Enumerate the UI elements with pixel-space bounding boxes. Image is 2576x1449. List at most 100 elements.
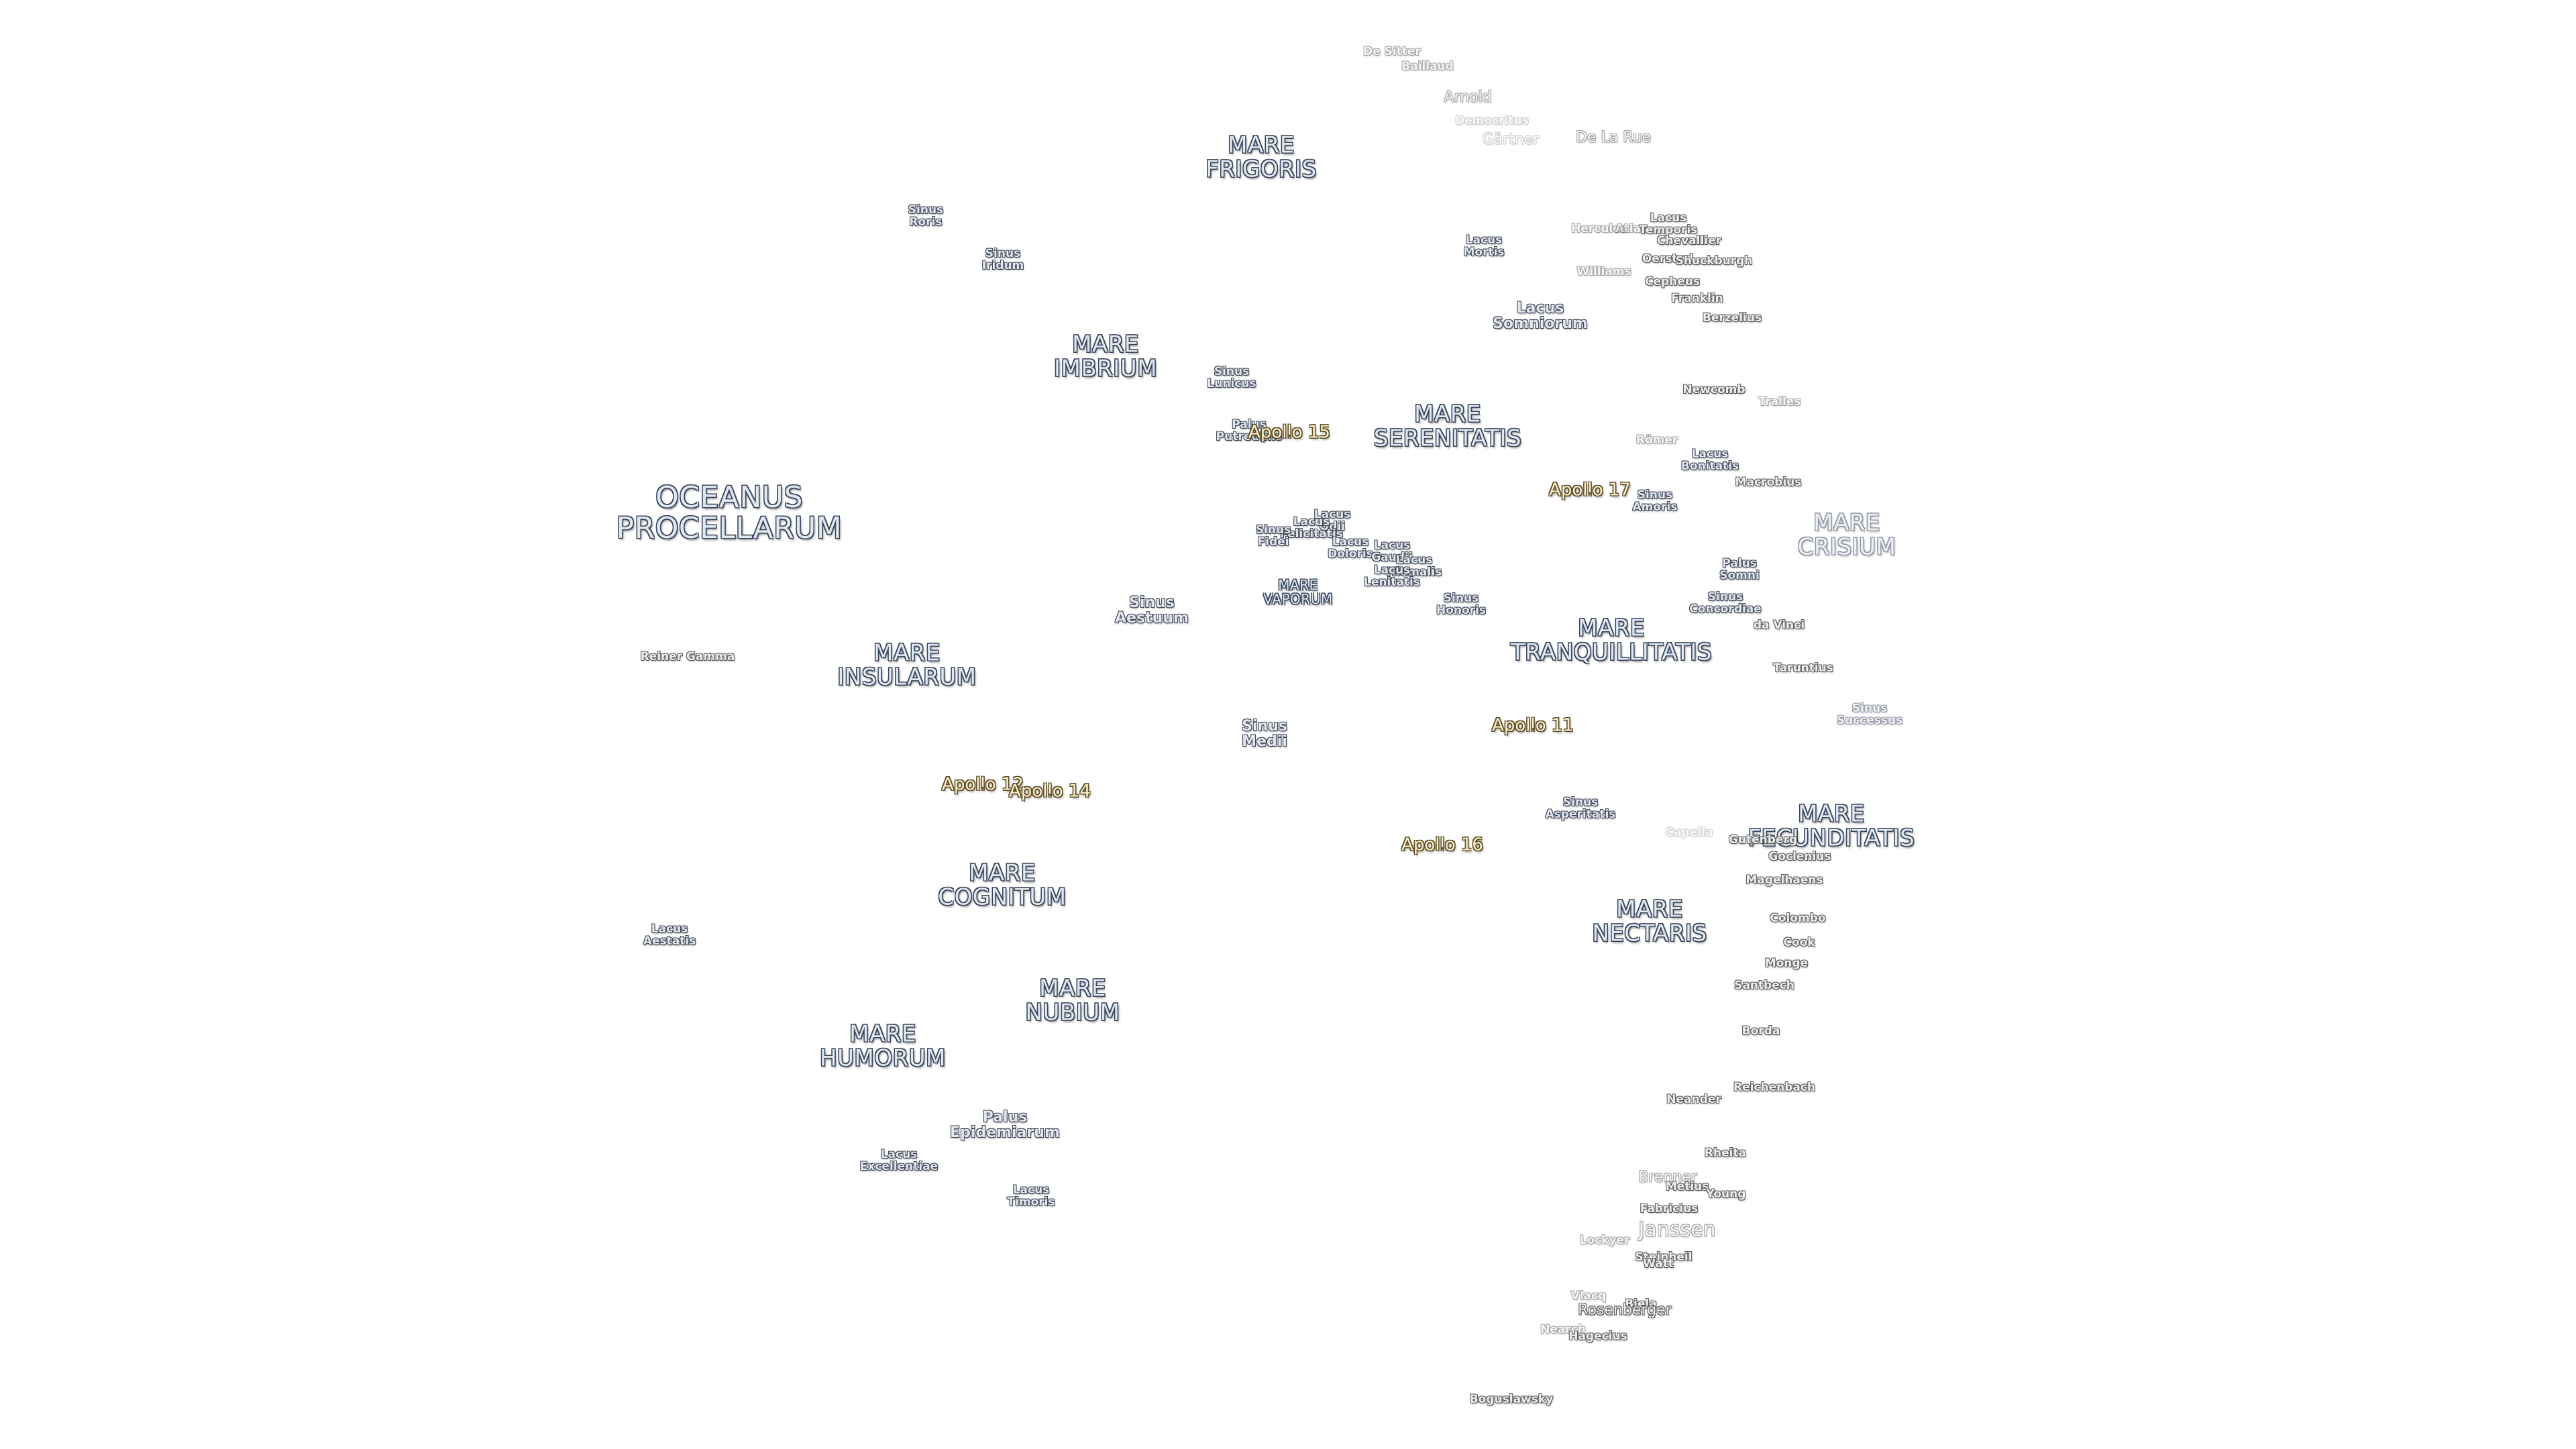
landing-site-apollo-17: Apollo 17 <box>1549 480 1631 500</box>
label-cook: Cook <box>1783 936 1815 950</box>
label-neander: Neander <box>1666 1093 1721 1107</box>
label-cepheus: Cepheus <box>1644 275 1701 289</box>
label-atlas: Atlas <box>1615 222 1648 236</box>
landing-site-marker-icon <box>1049 793 1051 796</box>
label-mare-vaporum: MARE VAPORUM <box>1263 577 1333 607</box>
label-palus-somni: Palus Somni <box>1719 557 1760 582</box>
landing-site-marker-icon <box>1288 434 1291 437</box>
label-sinus-fidei: Sinus Fidei <box>1255 523 1291 549</box>
label-santbech: Santbech <box>1734 979 1794 993</box>
label-janssen: Janssen <box>1638 1218 1716 1242</box>
label-mare-nectaris: MARE NECTARIS <box>1592 896 1707 947</box>
label-sinus-successus: Sinus Successus <box>1836 702 1903 727</box>
label-mare-crisium: MARE CRISIUM <box>1797 509 1896 560</box>
landing-site-marker-icon <box>1589 492 1591 495</box>
label-metius: Metius <box>1665 1180 1709 1194</box>
label-gutenberg: Gutenberg <box>1728 833 1798 847</box>
label-fabricius: Fabricius <box>1640 1202 1699 1216</box>
label-brenner: Brenner <box>1638 1169 1697 1186</box>
label-lacus-bonitatis: Lacus Bonitatis <box>1680 447 1739 473</box>
label-lacus-excellentiae: Lacus Excellentiae <box>859 1148 938 1173</box>
label-gartner: Gärtner <box>1482 131 1540 148</box>
label-sinus-honoris: Sinus Honoris <box>1436 592 1487 617</box>
label-capella: Capella <box>1665 826 1713 840</box>
label-lacus-aestatis: Lacus Aestatis <box>643 922 696 948</box>
label-lacus-doloris: Lacus Doloris <box>1328 535 1373 561</box>
label-sinus-concordiae: Sinus Concordiae <box>1689 590 1762 616</box>
label-lacus-gaudii: Lacus Gaudii <box>1371 539 1413 564</box>
landing-site-marker-icon <box>1532 727 1534 731</box>
label-sinus-lunicus: Sinus Lunicus <box>1207 365 1256 390</box>
label-lacus-odii: Lacus Odii <box>1313 508 1351 533</box>
label-watt: Watt <box>1643 1257 1674 1271</box>
label-de-sitter: De Sitter <box>1363 45 1421 59</box>
landing-site-apollo-14: Apollo 14 <box>1009 781 1091 802</box>
label-romer: Römer <box>1635 433 1678 447</box>
label-chevallier: Chevallier <box>1656 234 1722 248</box>
label-mare-tranquillitatis: MARE TRANQUILLITATIS <box>1511 614 1712 665</box>
label-reiner-gamma: Reiner Gamma <box>640 650 735 664</box>
label-palus-putredinis: Palus Putredinis <box>1216 418 1283 443</box>
label-sinus-medii: Sinus Medii <box>1242 717 1287 750</box>
label-mare-imbrium: MARE IMBRIUM <box>1053 331 1158 382</box>
label-mare-humorum: MARE HUMORUM <box>820 1020 946 1071</box>
label-lacus-hiemalis: Lacus Hiemalis <box>1386 553 1442 579</box>
label-lockyer: Lockyer <box>1579 1234 1630 1248</box>
label-hagecius: Hagecius <box>1568 1330 1627 1344</box>
label-reichenbach: Reichenbach <box>1733 1081 1816 1095</box>
label-mare-insularum: MARE INSULARUM <box>837 639 977 690</box>
label-rosenberger: Rosenberger <box>1578 1301 1672 1319</box>
label-palus-epidemiarum: Palus Epidemiarum <box>950 1108 1060 1141</box>
label-arnold: Arnold <box>1444 89 1492 106</box>
label-vlacq: Vlacq <box>1570 1289 1607 1303</box>
label-mare-cognitum: MARE COGNITUM <box>938 859 1067 910</box>
label-sinus-iridum: Sinus Iridum <box>981 247 1024 272</box>
label-lacus-temporis: Lacus Temporis <box>1639 211 1698 237</box>
label-oersted: Oersted <box>1642 252 1694 266</box>
label-mare-serenitatis: MARE SERENITATIS <box>1373 400 1522 451</box>
label-lacus-somniorum: Lacus Somniorum <box>1493 299 1588 332</box>
label-biela: Biela <box>1625 1297 1657 1311</box>
label-da-vinci: da Vinci <box>1753 619 1805 633</box>
label-macrobius: Macrobius <box>1735 476 1802 490</box>
label-lacus-timoris: Lacus Timoris <box>1007 1183 1055 1209</box>
label-oceanus-procellarum: OCEANUS PROCELLARUM <box>616 480 843 545</box>
label-democritus: Democritus <box>1455 114 1529 128</box>
landing-site-apollo-15: Apollo 15 <box>1248 422 1330 443</box>
label-newcomb: Newcomb <box>1682 383 1746 397</box>
label-magelhaens: Magelhaens <box>1746 873 1823 888</box>
label-hercules: Hercules <box>1571 222 1627 236</box>
label-baillaud: Baillaud <box>1401 60 1454 74</box>
label-steinheil: Steinheil <box>1635 1250 1693 1265</box>
label-sinus-asperitatis: Sinus Asperitatis <box>1545 796 1616 821</box>
label-boguslawsky: Boguslawsky <box>1469 1393 1554 1407</box>
landing-site-marker-icon <box>981 786 984 790</box>
label-de-la-rue: De La Rue <box>1576 129 1651 146</box>
label-tralles: Tralles <box>1758 395 1801 409</box>
label-lacus-felicitatis: Lacus Felicitatis <box>1280 515 1343 541</box>
label-goclenius: Goclenius <box>1768 850 1831 864</box>
label-borda: Borda <box>1741 1024 1780 1038</box>
label-mare-fecunditatis: MARE FECUNDITATIS <box>1748 800 1915 851</box>
label-rheita: Rheita <box>1704 1146 1747 1161</box>
label-shuckburgh: Shuckburgh <box>1675 254 1753 268</box>
label-sinus-aestuum: Sinus Aestuum <box>1115 594 1189 627</box>
label-young: Young <box>1706 1187 1746 1201</box>
label-williams: Williams <box>1576 265 1631 279</box>
label-taruntius: Taruntius <box>1773 661 1833 676</box>
label-franklin: Franklin <box>1671 292 1723 306</box>
label-sinus-amoris: Sinus Amoris <box>1632 488 1678 514</box>
landing-site-marker-icon <box>1441 847 1444 850</box>
label-lacus-lenitatis: Lacus Lenitatis <box>1364 564 1420 589</box>
landing-site-apollo-16: Apollo 16 <box>1401 835 1483 855</box>
label-nearch: Nearch <box>1540 1323 1586 1337</box>
label-colombo: Colombo <box>1770 912 1826 926</box>
landing-site-apollo-12: Apollo 12 <box>942 774 1024 795</box>
label-mare-frigoris: MARE FRIGORIS <box>1205 131 1317 182</box>
label-sinus-roris: Sinus Roris <box>908 203 944 229</box>
landing-site-apollo-11: Apollo 11 <box>1492 715 1574 736</box>
label-berzelius: Berzelius <box>1702 311 1762 325</box>
label-lacus-mortis: Lacus Mortis <box>1463 233 1505 259</box>
label-monge: Monge <box>1764 957 1809 971</box>
